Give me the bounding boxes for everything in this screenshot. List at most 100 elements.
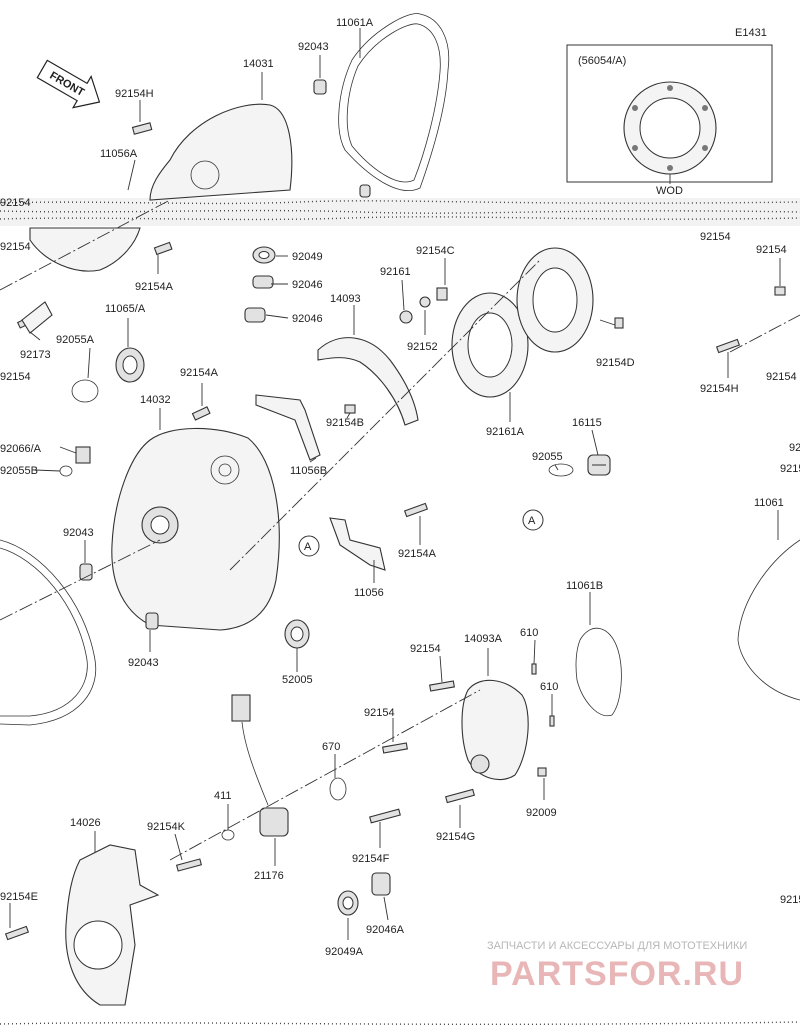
- part-label: 92154A: [398, 548, 437, 560]
- part-label: 92043: [128, 657, 159, 669]
- inset-title: (56054/A): [578, 55, 626, 67]
- part-label: 92066/A: [0, 443, 42, 455]
- part-label: 92161: [380, 266, 411, 278]
- part-label: 92154: [780, 894, 800, 906]
- part-label: 92154: [364, 707, 395, 719]
- part-label: 14093: [330, 293, 361, 305]
- part-label: 11056B: [290, 465, 327, 477]
- part-label: 610: [520, 627, 538, 639]
- bearing-92046a: [371, 872, 391, 896]
- plug-92066a: [75, 446, 91, 464]
- leader-lines: [9, 28, 781, 940]
- part-label: 92154D: [596, 357, 635, 369]
- washer-411: [221, 829, 235, 841]
- inner-cover-14032: [111, 427, 280, 631]
- scan-band: [0, 198, 800, 226]
- part-label: 92055B: [0, 465, 38, 477]
- alignment-lines: [0, 199, 800, 861]
- part-label: 11065/A: [105, 303, 146, 315]
- dowel-92043-b: [145, 612, 159, 630]
- oil-filler-cap-16115: [587, 454, 611, 476]
- gasket-92161a: [451, 292, 529, 398]
- part-label: 11056: [354, 587, 384, 599]
- watermark-tagline: ЗАПЧАСТИ И АКСЕССУАРЫ ДЛЯ МОТОТЕХНИКИ: [487, 940, 747, 952]
- sensor-21176: [231, 694, 289, 837]
- callout-a-right: A: [522, 509, 544, 531]
- bolts: [4, 122, 786, 941]
- part-label: 92154A: [180, 367, 219, 379]
- bolt-92152: [419, 296, 431, 308]
- outer-cover-14031: [149, 103, 293, 201]
- part-label: 92049: [292, 251, 323, 263]
- part-label: 11061A: [336, 17, 374, 29]
- bolt-92161: [399, 310, 413, 324]
- part-label: 92154K: [147, 821, 186, 833]
- front-direction-indicator: FRONT: [36, 59, 101, 109]
- part-label: 92009: [526, 807, 557, 819]
- part-label: 92161A: [486, 426, 525, 438]
- part-label: 11061: [754, 497, 784, 509]
- part-label: 92043: [63, 527, 94, 539]
- part-label: 11061B: [566, 580, 603, 592]
- part-label: 92154H: [700, 383, 739, 395]
- part-label: 92154: [789, 442, 800, 454]
- part-label: 92154C: [416, 245, 455, 257]
- part-label: 92154A: [135, 281, 174, 293]
- part-label: 92173: [20, 349, 51, 361]
- dowel-92043-a: [79, 563, 93, 581]
- part-label: 11056A: [100, 148, 138, 160]
- bearing-92046-a: [252, 275, 274, 289]
- part-label: 21176: [254, 870, 284, 882]
- cap-92173: [21, 301, 53, 334]
- part-label: 92046A: [366, 924, 405, 936]
- part-label: 14093A: [464, 633, 503, 645]
- part-label: 92154: [766, 371, 797, 383]
- part-label: 92055: [532, 451, 563, 463]
- part-label: 92154F: [352, 853, 390, 865]
- oil-seal-52005: [284, 619, 310, 649]
- bracket-11056: [329, 517, 386, 571]
- inset-caption: WOD: [656, 185, 683, 197]
- part-label: 92154: [756, 244, 787, 256]
- o-ring-92055: [548, 463, 574, 477]
- callout-a-left: A: [298, 535, 320, 557]
- part-label: 92154H: [115, 88, 154, 100]
- part-label: 411: [214, 790, 232, 802]
- part-label: 92154: [780, 463, 800, 475]
- part-label: 92046: [292, 313, 323, 325]
- part-label: 92154: [0, 197, 31, 209]
- dowel-92043-d: [359, 184, 371, 198]
- bottom-scan-band: [0, 1021, 800, 1026]
- o-ring-92055a: [71, 379, 99, 403]
- gasket-11061b: [575, 627, 622, 717]
- gasket-11061: [737, 539, 800, 701]
- part-label: 92055A: [56, 334, 95, 346]
- part-label: 92154: [410, 643, 441, 655]
- part-label: 610: [540, 681, 558, 693]
- part-labels: 11061A 92043 14031 92154H 11056A 92154 9…: [0, 17, 800, 958]
- pin-610-b: [549, 715, 555, 727]
- part-label: 92154E: [0, 891, 38, 903]
- inset-box: (56054/A) WOD: [566, 44, 773, 197]
- part-label: 92043: [298, 41, 329, 53]
- plate-56054a: [516, 247, 594, 353]
- gasket-large-left: [0, 539, 97, 726]
- gasket-11061a: [338, 13, 450, 191]
- part-label: 92046: [292, 279, 323, 291]
- pin-610-a: [531, 663, 537, 675]
- part-label: 92154G: [436, 831, 475, 843]
- bolt-92154d: [614, 317, 624, 329]
- chain-guide-14093: [317, 337, 419, 426]
- part-label: 92049A: [325, 946, 364, 958]
- bearing-92046-b: [244, 307, 266, 323]
- washer-92055b: [59, 465, 73, 477]
- bracket-11056b: [255, 394, 321, 461]
- part-label: 14026: [70, 817, 101, 829]
- svg-text:A: A: [528, 515, 536, 527]
- part-label: 92154: [700, 231, 731, 243]
- inset-bolt-holes: [632, 85, 708, 171]
- part-label: 16115: [572, 417, 602, 429]
- svg-text:A: A: [304, 541, 312, 553]
- part-label: 92154: [0, 241, 31, 253]
